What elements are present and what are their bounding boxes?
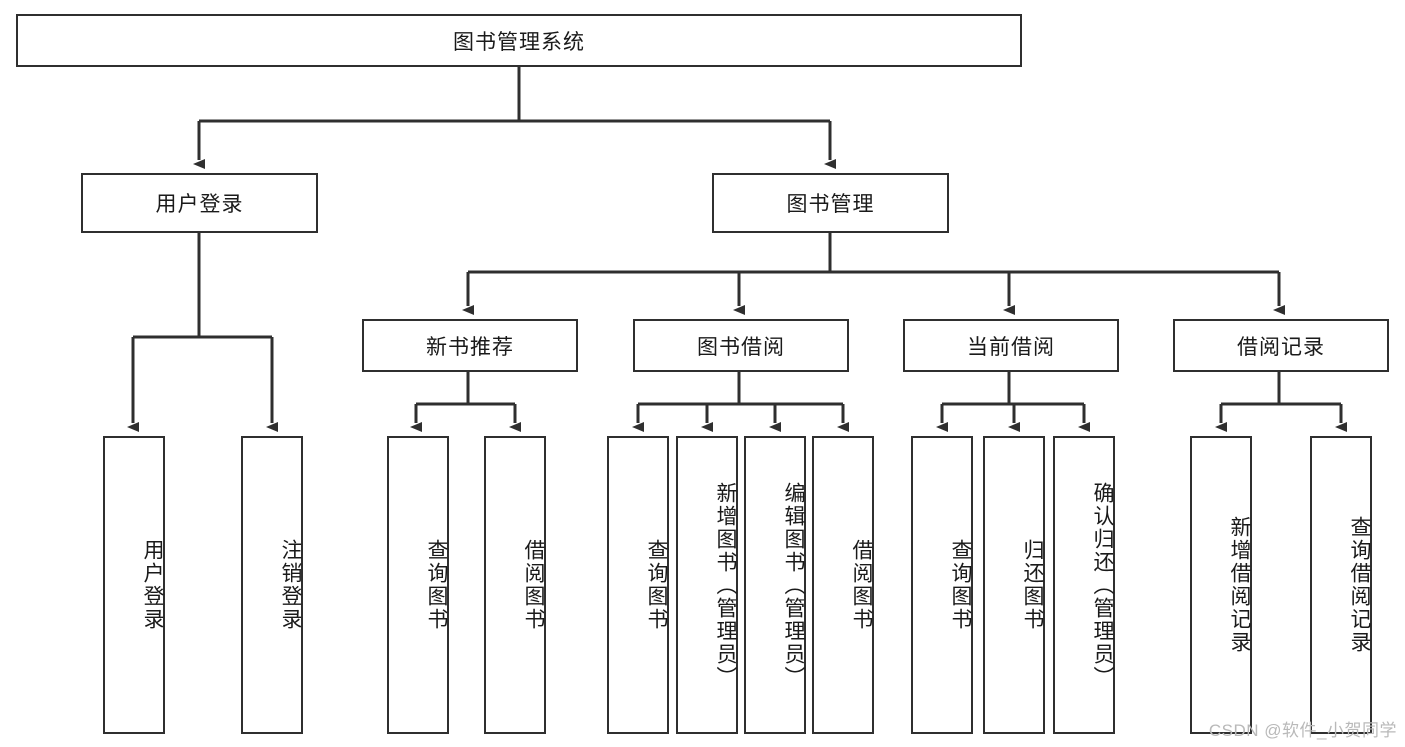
node-current-borrow-label: 当前借阅	[967, 335, 1055, 359]
node-user-login-label: 用户登录	[155, 193, 244, 216]
node-leaf-add-record-label: 新增借阅记录	[1228, 516, 1251, 654]
node-current-borrow[interactable]: 当前借阅	[903, 319, 1119, 372]
node-new-book-rec-label: 新书推荐	[426, 335, 514, 359]
node-book-borrow[interactable]: 图书借阅	[633, 319, 849, 372]
node-leaf-confirm-return[interactable]: 确认归还（管理员）	[1053, 436, 1115, 734]
node-leaf-logout[interactable]: 注销登录	[241, 436, 303, 734]
node-leaf-add-book[interactable]: 新增图书（管理员）	[676, 436, 738, 734]
node-root[interactable]: 图书管理系统	[16, 14, 1022, 67]
node-leaf-query-book-2[interactable]: 查询图书	[607, 436, 669, 734]
node-borrow-record-label: 借阅记录	[1237, 335, 1325, 359]
node-leaf-return-book-label: 归还图书	[1021, 539, 1044, 631]
node-leaf-edit-book-label: 编辑图书（管理员）	[782, 481, 805, 689]
node-leaf-return-book[interactable]: 归还图书	[983, 436, 1045, 734]
node-borrow-record[interactable]: 借阅记录	[1173, 319, 1389, 372]
node-leaf-query-book-3-label: 查询图书	[949, 539, 972, 631]
node-leaf-logout-label: 注销登录	[279, 539, 302, 631]
node-leaf-user-login[interactable]: 用户登录	[103, 436, 165, 734]
node-leaf-borrow-book-1-label: 借阅图书	[522, 539, 545, 631]
watermark: CSDN @软件_小贺同学	[1208, 721, 1397, 740]
node-book-manage[interactable]: 图书管理	[712, 173, 949, 233]
node-book-borrow-label: 图书借阅	[697, 335, 785, 359]
node-leaf-edit-book[interactable]: 编辑图书（管理员）	[744, 436, 806, 734]
node-leaf-query-record-label: 查询借阅记录	[1348, 516, 1371, 654]
node-leaf-query-book-3[interactable]: 查询图书	[911, 436, 973, 734]
node-book-manage-label: 图书管理	[786, 193, 875, 216]
node-leaf-add-book-label: 新增图书（管理员）	[714, 481, 737, 689]
node-leaf-query-book-2-label: 查询图书	[645, 539, 668, 631]
node-leaf-borrow-book-2[interactable]: 借阅图书	[812, 436, 874, 734]
node-user-login[interactable]: 用户登录	[81, 173, 318, 233]
node-leaf-borrow-book-1[interactable]: 借阅图书	[484, 436, 546, 734]
node-leaf-query-book-1-label: 查询图书	[425, 539, 448, 631]
node-leaf-user-login-label: 用户登录	[141, 539, 164, 631]
node-leaf-query-book-1[interactable]: 查询图书	[387, 436, 449, 734]
node-leaf-add-record[interactable]: 新增借阅记录	[1190, 436, 1252, 734]
node-root-label: 图书管理系统	[453, 30, 585, 54]
node-leaf-borrow-book-2-label: 借阅图书	[850, 539, 873, 631]
node-new-book-rec[interactable]: 新书推荐	[362, 319, 578, 372]
node-leaf-confirm-return-label: 确认归还（管理员）	[1091, 481, 1114, 689]
node-leaf-query-record[interactable]: 查询借阅记录	[1310, 436, 1372, 734]
